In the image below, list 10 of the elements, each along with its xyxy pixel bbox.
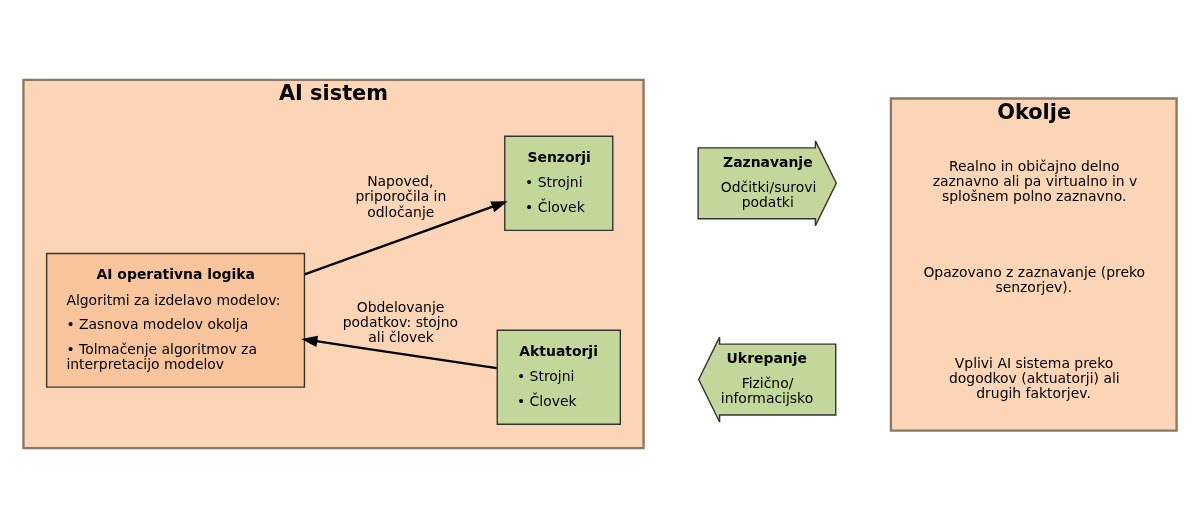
edge-label: Obdelovanje podatkov: stojno ali človek — [342, 298, 459, 345]
node-box: Senzorji • Strojni • Človek — [504, 135, 614, 231]
node-box: AI operativna logika Algoritmi za izdelavo modelov: • Zasnova modelov okolja • Tolmačenje algoritmov za interpretacijo modelov — [45, 252, 306, 388]
edge-label: Napoved, priporočila in odločanje — [355, 173, 447, 220]
label: Realno in običajno delno zaznavno ali pa virtualno in v splošnem polno zaznavno. — [932, 157, 1138, 204]
node-box: Aktuatorji • Strojni • Človek — [496, 329, 621, 425]
arrow — [304, 201, 508, 276]
label: Opazovano z zaznavanje (preko senzorjev). — [923, 263, 1146, 295]
label: Vplivi AI sistema preko dogodkov (aktuatorji) ali drugih faktorjev. — [948, 355, 1120, 402]
arrow — [301, 335, 497, 370]
